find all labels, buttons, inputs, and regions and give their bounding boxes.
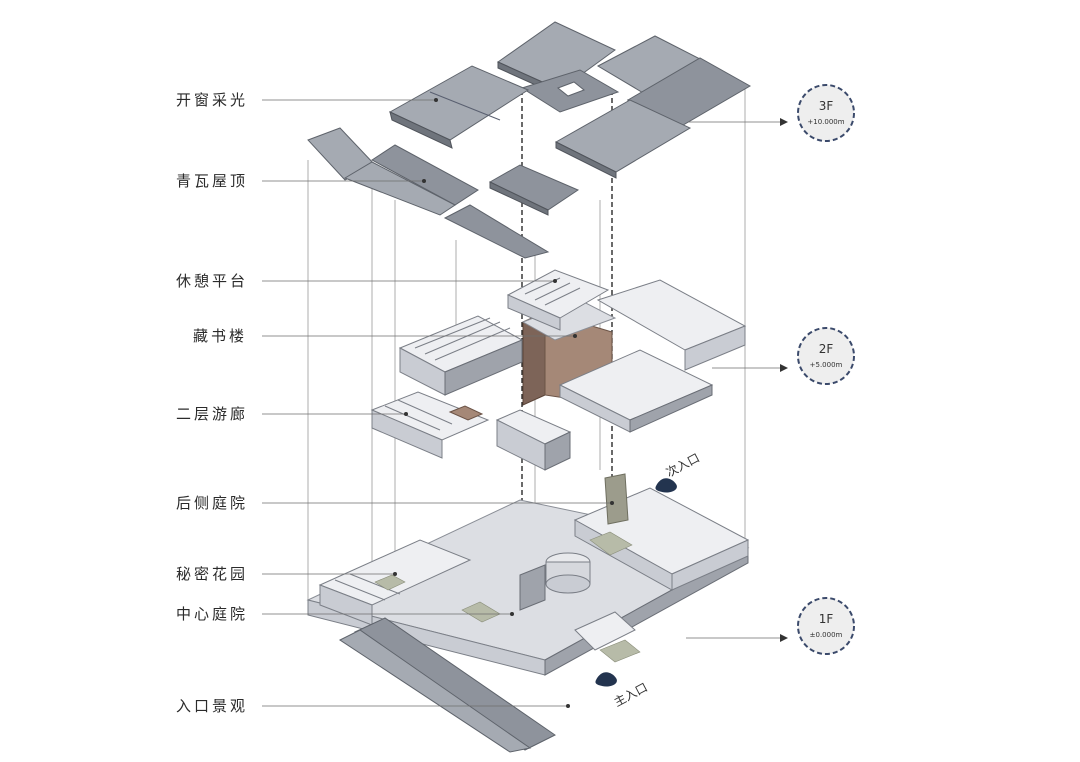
ground-floor-layer	[306, 473, 750, 753]
secondary-entrance-label: 次入口	[664, 451, 702, 480]
annotation-labels: 开窗采光 青瓦屋顶 休憩平台 藏书楼 二层游廊 后侧庭院 秘密花园 中心庭院 入…	[176, 91, 614, 715]
roof-layer	[307, 21, 752, 259]
second-floor-layer	[370, 269, 747, 471]
secondary-entrance-mark	[655, 478, 677, 493]
rear-courtyard-tree	[604, 473, 629, 525]
label-entrance-landscape: 入口景观	[176, 697, 248, 715]
level-1f-name: 1F	[819, 612, 834, 626]
level-2f-elevation: +5.000m	[810, 361, 843, 369]
level-3f-name: 3F	[819, 99, 834, 113]
level-markers: 3F +10.000m 2F +5.000m 1F ±0.000m	[686, 84, 855, 655]
label-central-courtyard: 中心庭院	[176, 605, 248, 623]
level-badge-3f	[797, 84, 855, 142]
label-rest-platform: 休憩平台	[176, 272, 248, 290]
label-tile-roof: 青瓦屋顶	[176, 172, 248, 190]
level-2f-name: 2F	[819, 342, 834, 356]
label-second-floor-corridor: 二层游廊	[176, 405, 248, 423]
label-library: 藏书楼	[193, 327, 247, 345]
roof-mid-strip	[443, 204, 550, 259]
level-badge-1f	[797, 597, 855, 655]
level-badge-2f	[797, 327, 855, 385]
main-entrance-label: 主入口	[612, 680, 650, 709]
label-rear-courtyard: 后侧庭院	[176, 494, 248, 512]
label-window-lighting: 开窗采光	[176, 91, 248, 109]
label-secret-garden: 秘密花园	[176, 565, 248, 583]
level-3f-elevation: +10.000m	[807, 118, 844, 126]
level-1f-elevation: ±0.000m	[810, 631, 843, 639]
main-entrance-mark	[595, 672, 617, 687]
skylight-opening	[557, 81, 585, 97]
